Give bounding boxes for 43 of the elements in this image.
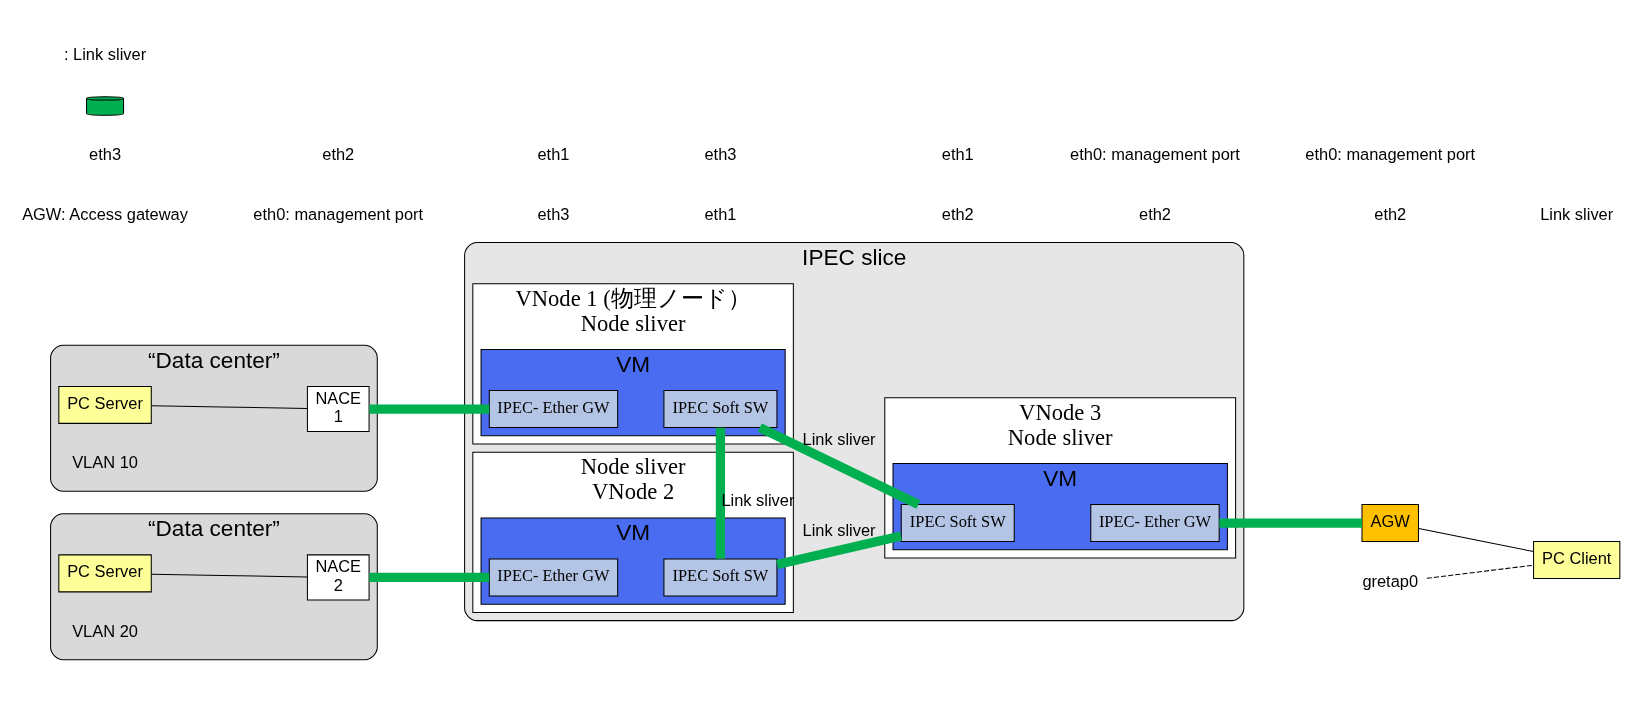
node-box: AGW — [1361, 503, 1419, 542]
connector — [150, 573, 308, 577]
label: eth1 — [537, 144, 570, 163]
node-text: gretap0 — [1362, 571, 1419, 590]
node-box: IPEC Soft SW — [663, 389, 778, 428]
node-box: NACE 2 — [306, 553, 370, 601]
connector — [1426, 564, 1534, 579]
node-box: IPEC- Ether GW — [488, 557, 619, 596]
connector — [757, 422, 921, 509]
node-box: PC Server — [58, 385, 152, 424]
node-box: IPEC- Ether GW — [1090, 503, 1220, 542]
label: AGW: Access gateway — [22, 204, 188, 223]
connector — [1418, 527, 1534, 552]
label: eth2 — [941, 204, 974, 223]
edge-label: Link sliver — [802, 429, 876, 448]
label: eth2 — [1138, 204, 1171, 223]
label: eth2 — [1374, 204, 1407, 223]
label: eth0: management port — [1305, 144, 1476, 163]
label: eth0: management port — [1070, 144, 1240, 163]
connector — [715, 427, 726, 559]
label: eth1 — [941, 144, 974, 163]
node-label: VLAN 20 — [72, 621, 138, 640]
node-box: IPEC Soft SW — [900, 503, 1015, 542]
connector — [369, 572, 490, 582]
node-box: NACE 1 — [306, 385, 370, 432]
node-box: PC Server — [58, 553, 152, 592]
label: eth3 — [537, 204, 570, 223]
node-box: PC Client — [1533, 540, 1621, 579]
connector — [150, 404, 308, 409]
legend-label: : Link sliver — [63, 44, 147, 63]
label: eth3 — [89, 144, 122, 163]
node-box: IPEC- Ether GW — [488, 389, 619, 428]
node-label: VLAN 10 — [72, 452, 138, 471]
label: Link sliver — [1540, 204, 1614, 223]
connector — [369, 403, 490, 414]
label: eth0: management port — [253, 204, 424, 223]
connector — [776, 530, 902, 569]
edge-label: Link sliver — [802, 520, 876, 539]
label: eth1 — [704, 204, 737, 223]
label: eth3 — [704, 144, 737, 163]
node-box: IPEC Soft SW — [663, 557, 778, 596]
label: eth2 — [322, 144, 355, 163]
connector — [1219, 517, 1362, 528]
